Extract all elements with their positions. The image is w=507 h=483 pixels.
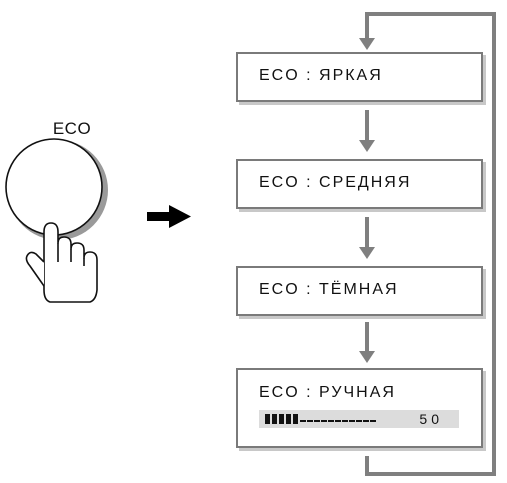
level-block-empty	[363, 420, 369, 422]
level-block-empty	[328, 420, 334, 422]
mode-label: ECO : ТЁМНАЯ	[259, 281, 399, 298]
level-block-filled	[272, 414, 277, 424]
level-block-empty	[335, 420, 341, 422]
level-block-empty	[300, 420, 306, 422]
level-block-filled	[293, 414, 298, 424]
level-block-filled	[265, 414, 270, 424]
mode-box-dark: ECO : ТЁМНАЯ	[236, 266, 483, 316]
level-value: 50	[419, 411, 443, 427]
level-indicator	[265, 414, 376, 424]
level-block-empty	[314, 420, 320, 422]
down-arrow-icon	[359, 322, 375, 363]
mode-label: ECO : ЯРКАЯ	[259, 67, 383, 84]
mode-label: ECO : РУЧНАЯ	[259, 384, 396, 401]
level-block-filled	[279, 414, 284, 424]
hand-pressing-icon	[25, 222, 98, 303]
brightness-level-bar: 50	[259, 410, 459, 428]
level-block-empty	[321, 420, 327, 422]
eco-button-icon	[5, 138, 108, 240]
mode-label: ECO : СРЕДНЯЯ	[259, 174, 412, 191]
mode-box-bright: ECO : ЯРКАЯ	[236, 52, 483, 102]
down-arrow-icon	[359, 110, 375, 152]
mode-box-medium: ECO : СРЕДНЯЯ	[236, 159, 483, 209]
level-block-empty	[370, 420, 376, 422]
level-block-empty	[356, 420, 362, 422]
down-arrow-icon	[359, 217, 375, 259]
right-arrow-icon	[147, 205, 191, 228]
level-block-empty	[307, 420, 313, 422]
level-block-filled	[286, 414, 291, 424]
level-block-empty	[342, 420, 348, 422]
loop-arrow-icon	[359, 12, 496, 476]
eco-button-label: ECO	[52, 119, 92, 138]
level-block-empty	[349, 420, 355, 422]
mode-box-manual: ECO : РУЧНАЯ 50	[236, 368, 483, 448]
